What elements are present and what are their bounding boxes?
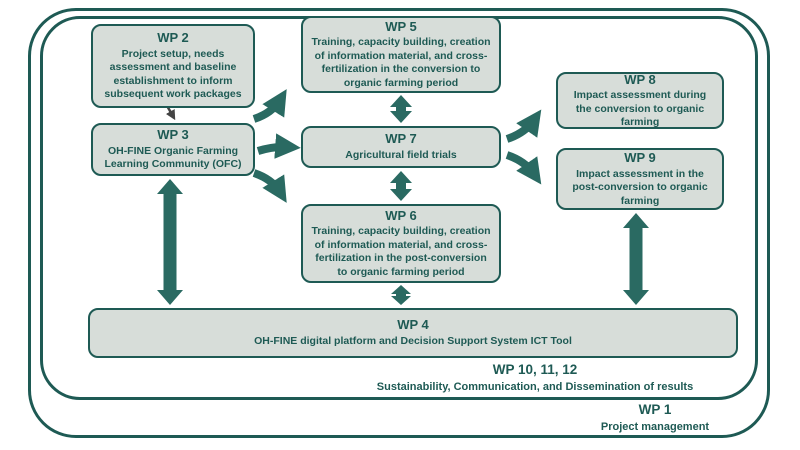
wp4-box: WP 4 OH-FINE digital platform and Decisi… xyxy=(88,308,738,358)
wp1-caption: WP 1 Project management xyxy=(545,402,765,434)
wp8-body: Impact assessment during the conversion … xyxy=(573,89,707,129)
wp6-body: Training, capacity building, creation of… xyxy=(311,225,491,278)
wp9-body: Impact assessment in the post-conversion… xyxy=(572,167,708,207)
wp5-title: WP 5 xyxy=(385,18,417,34)
wp5-box: WP 5 Training, capacity building, creati… xyxy=(301,16,501,93)
wp7-box: WP 7 Agricultural field trials xyxy=(301,126,501,168)
wp10-11-12-title: WP 10, 11, 12 xyxy=(492,362,578,377)
wp2-body: Project setup, needs assessment and base… xyxy=(104,47,242,101)
wp7-title: WP 7 xyxy=(385,131,417,147)
wp10-11-12-body: Sustainability, Communication, and Disse… xyxy=(376,381,694,394)
wp6-title: WP 6 xyxy=(385,207,417,223)
wp9-title: WP 9 xyxy=(624,150,656,166)
wp10-11-12-caption: WP 10, 11, 12 Sustainability, Communicat… xyxy=(320,362,750,394)
wp1-body: Project management xyxy=(600,421,710,434)
wp6-box: WP 6 Training, capacity building, creati… xyxy=(301,204,501,283)
wp4-body: OH-FINE digital platform and Decision Su… xyxy=(254,335,572,348)
wp5-body: Training, capacity building, creation of… xyxy=(311,36,491,89)
wp8-box: WP 8 Impact assessment during the conver… xyxy=(556,72,724,129)
wp1-title: WP 1 xyxy=(638,402,672,417)
wp7-body: Agricultural field trials xyxy=(345,149,457,162)
wp4-title: WP 4 xyxy=(397,317,429,333)
wp3-title: WP 3 xyxy=(157,127,189,143)
wp9-box: WP 9 Impact assessment in the post-conve… xyxy=(556,148,724,210)
wp2-title: WP 2 xyxy=(157,30,189,46)
wp1-frame xyxy=(28,8,770,438)
wp3-body: OH-FINE Organic Farming Learning Communi… xyxy=(104,144,242,171)
wp2-box: WP 2 Project setup, needs assessment and… xyxy=(91,24,255,108)
wp3-box: WP 3 OH-FINE Organic Farming Learning Co… xyxy=(91,123,255,176)
wp8-title: WP 8 xyxy=(624,71,656,87)
